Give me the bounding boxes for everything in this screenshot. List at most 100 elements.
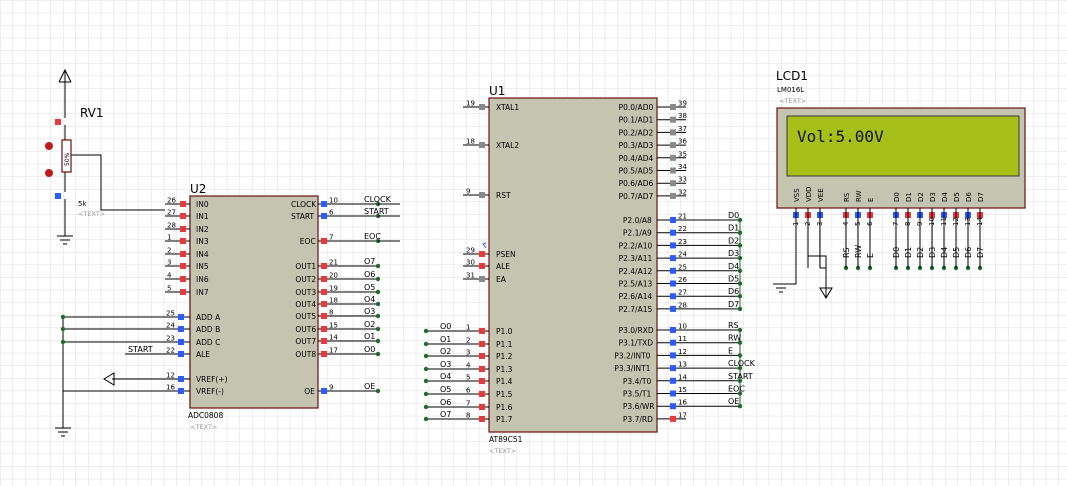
u2-net-label: O6 [364, 270, 375, 279]
lcd-pin-number: 13 [964, 217, 972, 226]
u1-pin-name: P0.7/AD7 [619, 192, 654, 201]
lcd-pin-name: E [867, 198, 875, 202]
u1-pin-marker [670, 293, 676, 300]
u1-pin-number: 10 [678, 323, 687, 331]
u2-pin-number: 28 [167, 222, 176, 230]
u2-pin-name: IN5 [196, 262, 209, 271]
rv1-inc-button[interactable] [45, 142, 53, 150]
lcd-pin-name: D6 [965, 192, 973, 202]
u2-ref-label: U2 [190, 182, 206, 196]
u1-pin-number: 11 [678, 335, 687, 343]
u1-pin-marker [670, 267, 676, 274]
junction-dot [375, 289, 381, 295]
u1-pin-marker [670, 365, 676, 372]
ground-icon [55, 427, 71, 437]
u1-net-label: START [728, 372, 753, 381]
u1-pin-number: 29 [466, 247, 475, 255]
power-symbols [55, 68, 833, 437]
lcd-pin-name: D4 [941, 192, 949, 202]
rv1-ref-label: RV1 [80, 106, 104, 120]
potentiometer-rv1[interactable]: RV1 50% 5k <TEXT> [45, 106, 105, 218]
u1-pin-marker [479, 251, 485, 257]
rv1-dec-button[interactable] [45, 169, 53, 177]
u1-pin-name: P3.4/T0 [623, 377, 652, 386]
junction-dot [375, 276, 381, 282]
u1-net-label: D6 [728, 287, 739, 296]
junction-dot [423, 341, 429, 347]
u1-net-label: O4 [440, 372, 451, 381]
lcd-net-label: D7 [976, 247, 985, 258]
u2-pin-number: 16 [166, 384, 175, 392]
u1-net-label: O5 [440, 385, 451, 394]
u1-pin-name: P2.5/A13 [619, 280, 653, 289]
u1-pin-name: P0.6/AD6 [619, 179, 654, 188]
u2-pin-marker [180, 226, 186, 232]
u2-net-label: O4 [364, 295, 375, 304]
u2-pin-number: 22 [166, 347, 175, 355]
u1-pin-marker [479, 341, 485, 347]
u1-net-label: RW [728, 334, 741, 343]
u1-pin-number: 5 [466, 374, 470, 382]
u2-pin-name: OUT3 [295, 288, 316, 297]
u1-pin-number: 38 [678, 112, 687, 120]
u2-net-label: O2 [364, 320, 375, 329]
u1-part-label: AT89C51 [489, 435, 523, 444]
u1-pin-marker [670, 280, 676, 287]
u1-pin-marker [479, 263, 485, 269]
u1-pin-name: P3.1/TXD [619, 339, 654, 348]
u1-right-pins: 39P0.0/AD038P0.1/AD137P0.2/AD236P0.3/AD3… [614, 100, 755, 424]
u2-pin-name: OUT8 [295, 350, 316, 359]
u2-pin-name: IN1 [196, 212, 209, 221]
u1-net-label: D3 [728, 249, 739, 258]
u2-pin-number: 7 [329, 234, 333, 242]
u1-pin-number: 12 [678, 348, 687, 356]
u2-pin-name: EOC [300, 237, 316, 246]
u1-pin-marker [670, 229, 676, 236]
u2-pin-number: 2 [167, 247, 171, 255]
u2-text-tag: <TEXT> [190, 423, 217, 431]
lcd-ref-label: LCD1 [776, 69, 808, 83]
rv1-body[interactable] [61, 139, 72, 173]
rv1-percent: 50% [64, 152, 71, 166]
u2-pin-number: 14 [329, 334, 338, 342]
junction-dot [375, 388, 381, 394]
u2-right-pins: 10CLOCKCLOCK6STARTSTART7EOCEOC21OUT1O720… [291, 195, 392, 396]
u1-pin-name: P3.7/RD [623, 415, 653, 424]
u2-pin-number: 19 [329, 285, 338, 293]
lcd-text-tag: <TEXT> [779, 97, 806, 105]
u2-pin-number: 21 [329, 259, 338, 267]
u2-body[interactable] [189, 195, 319, 409]
u2-pin-name: IN7 [196, 288, 209, 297]
u2-pin-marker [180, 213, 186, 219]
u2-pin-name: OUT6 [295, 325, 316, 334]
u2-pin-name: OUT7 [295, 337, 316, 346]
u1-net-label: O0 [440, 322, 451, 331]
u1-pin-name: P3.0/RXD [619, 326, 654, 335]
lcd-pin-number: 6 [866, 221, 874, 226]
u1-net-label: D4 [728, 262, 739, 271]
lcd-pin-name: RS [843, 192, 851, 202]
u1-pin-name: P2.3/A11 [619, 254, 653, 263]
lcd-module[interactable]: LCD1 LM016L <TEXT> Vol:5.00V 1VSS2VDD3VE… [776, 69, 1026, 268]
lcd-display-text: Vol:5.00V [797, 127, 884, 146]
u2-pin-marker [180, 276, 186, 282]
junction-dot [375, 326, 381, 332]
u2-pin-number: 3 [167, 259, 171, 267]
rv1-top-pin [55, 119, 61, 125]
u1-body[interactable] [488, 97, 658, 433]
u1-pin-number: 13 [678, 361, 687, 369]
u1-pin-name: P3.2/INT0 [614, 351, 650, 360]
u1-pin-marker [670, 390, 676, 397]
u1-net-label: O2 [440, 347, 451, 356]
u1-pin-number: 24 [678, 251, 687, 259]
u1-pin-name: P2.7/A15 [619, 305, 653, 314]
u1-pin-name: P1.6 [496, 403, 513, 412]
u2-net-label: O0 [364, 345, 375, 354]
u1-pin-marker [479, 404, 485, 410]
u2-pin-marker [321, 276, 327, 282]
junction-dot [423, 353, 429, 359]
lcd-pin-name: D0 [893, 192, 901, 202]
